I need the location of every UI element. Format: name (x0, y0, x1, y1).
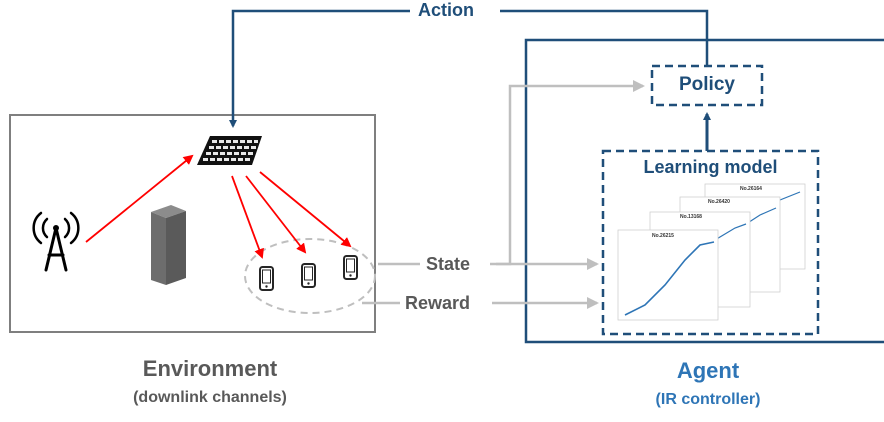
antenna-tower-icon (32, 211, 80, 272)
reward-label: Reward (405, 293, 471, 313)
irs-panel-icon (197, 136, 262, 165)
action-label: Action (418, 0, 474, 20)
smartphone-icon (301, 263, 316, 288)
policy-label: Policy (679, 74, 735, 95)
agent-title: Agent (676, 358, 740, 383)
environment-box (9, 114, 376, 333)
irs-to-user3-arrow (259, 171, 352, 248)
environment-title: Environment (142, 356, 278, 381)
plot-card-4: No.26215 (617, 229, 719, 321)
learning-model-label: Learning model (643, 157, 778, 177)
smartphone-icon (343, 255, 358, 280)
plot-card-title: No.26215 (652, 233, 674, 239)
plot-card-title: No.26164 (740, 186, 762, 192)
action-line-right (500, 9, 709, 66)
irs-to-user1-arrow (231, 175, 264, 259)
state-label: State (426, 254, 471, 274)
plot-card-title: No.26420 (708, 199, 730, 205)
plot-card-title: No.13168 (680, 214, 702, 220)
action-line-left (229, 9, 410, 128)
irs-to-user2-arrow (245, 175, 307, 254)
building-obstacle-icon (151, 205, 186, 285)
users-ellipse (244, 238, 376, 314)
smartphone-icon (259, 266, 274, 291)
bs-to-irs-arrow (85, 154, 194, 243)
agent-subtitle: (IR controller) (655, 391, 761, 408)
agent-frame (524, 38, 884, 344)
environment-subtitle: (downlink channels) (133, 389, 287, 406)
policy-box (650, 64, 764, 107)
